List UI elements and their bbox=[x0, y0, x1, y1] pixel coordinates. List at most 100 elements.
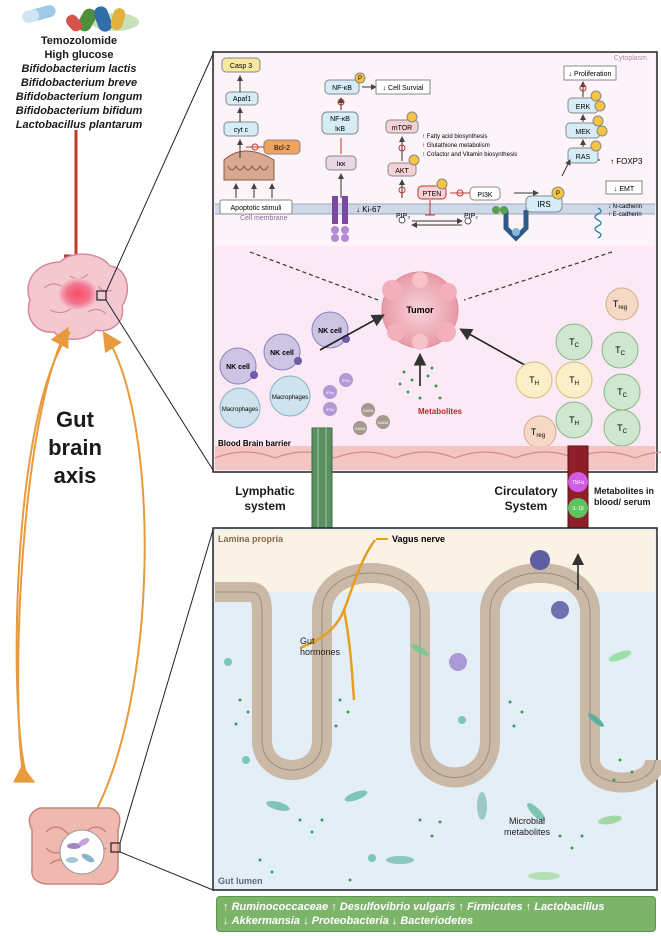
nk-cell-label-1: NK cell bbox=[226, 364, 250, 371]
microbiota-increase-line: ↑ Ruminococcaceae ↑ Desulfovibrio vulgar… bbox=[223, 901, 605, 913]
gaba-label-2: GABA bbox=[377, 420, 388, 425]
treg-label-1: Treg bbox=[613, 299, 627, 311]
emt-label: ↓ EMT bbox=[614, 186, 635, 193]
bbb-endothelium bbox=[214, 446, 661, 470]
lamina-label: Lamina propria bbox=[218, 534, 284, 544]
pi3k-label: PI3K bbox=[477, 192, 493, 199]
brain-icon bbox=[27, 253, 129, 340]
il1b-label: IL-1β bbox=[572, 506, 584, 512]
cytokine-dots bbox=[323, 373, 390, 435]
ras-label: RAS bbox=[576, 154, 591, 161]
treatment-b-lactis: Bifidobacterium lactis bbox=[21, 63, 137, 75]
ncad-label: ↓ N-cadherin bbox=[608, 204, 642, 210]
mtor-label: mTOR bbox=[392, 125, 412, 132]
tc-label-1: TC bbox=[569, 337, 580, 349]
macrophage-label-1: Macrophages bbox=[222, 407, 258, 413]
treatment-b-breve: Bifidobacterium breve bbox=[20, 77, 138, 89]
axis-arrow-down bbox=[12, 331, 71, 783]
foxp3-label: ↑ FOXP3 bbox=[610, 157, 643, 166]
treatment-temozolomide: Temozolomide bbox=[40, 35, 118, 47]
immune-cell-2 bbox=[449, 653, 467, 671]
tc-label-3: TC bbox=[617, 387, 628, 399]
treatment-list: Temozolomide High glucose Bifidobacteriu… bbox=[4, 34, 154, 132]
ki67-label: ↓ Ki-67 bbox=[356, 205, 381, 214]
microbiota-decrease-line: ↓ Akkermansia ↓ Proteobacteria ↓ Bacteri… bbox=[223, 915, 474, 927]
pip3-label: PIP₃ bbox=[396, 213, 410, 220]
cytoplasm-label: Cytoplasm bbox=[614, 55, 647, 62]
apoptotic-label: Apoptotic stimuli bbox=[231, 205, 282, 212]
metabolites-blood-label: Metabolites in blood/ serum bbox=[594, 486, 655, 507]
treg-label-2: Treg bbox=[531, 427, 545, 439]
cell-membrane-label: Cell membrane bbox=[240, 215, 288, 222]
irs-label: IRS bbox=[537, 200, 550, 209]
microbial-metabolite-dots bbox=[234, 698, 634, 882]
nfkb-pathway bbox=[321, 72, 431, 242]
pi3k-pathway bbox=[385, 111, 501, 228]
zoom-line-brain-bottom bbox=[105, 299, 214, 471]
pten-label: PTEN bbox=[423, 191, 442, 198]
ikb-label: IκB bbox=[335, 126, 345, 133]
ikk-label: Iκκ bbox=[337, 161, 346, 168]
zoom-line-gut-bottom bbox=[119, 851, 214, 891]
dendritic-cell bbox=[530, 550, 550, 570]
apaf1-label: Apaf1 bbox=[233, 96, 251, 103]
tc-label-2: TC bbox=[615, 345, 626, 357]
phospho-p-1: P bbox=[358, 76, 362, 82]
pills-illustration bbox=[20, 2, 140, 34]
casp3-label: Casp 3 bbox=[230, 63, 252, 70]
ecad-label: ↑ E-cadherin bbox=[608, 212, 642, 218]
gaba-label-1: GABA bbox=[362, 408, 373, 413]
erk-label: ERK bbox=[576, 104, 591, 111]
metabolites-label: Metabolites bbox=[418, 407, 463, 416]
mek-label: MEK bbox=[575, 129, 591, 136]
axis-arrow-up bbox=[89, 330, 146, 823]
vagus-label: Vagus nerve bbox=[392, 534, 445, 544]
treatment-b-bifidum: Bifidobacterium bifidum bbox=[15, 105, 143, 117]
immune-cell bbox=[551, 601, 569, 619]
th-label-3: TH bbox=[569, 415, 579, 427]
axis-arrow-left bbox=[17, 326, 69, 781]
cytc-label: cyt c bbox=[234, 127, 249, 134]
gut-hormones-label: Gut hormones bbox=[300, 636, 341, 657]
t-cells bbox=[515, 287, 641, 449]
gaba-label-3: GABA bbox=[354, 426, 365, 431]
microbiota-changes-box: ↑ Ruminococcaceae ↑ Desulfovibrio vulgar… bbox=[216, 896, 656, 932]
pills-icon bbox=[22, 5, 139, 32]
bbb-label: Blood Brain barrier bbox=[218, 439, 291, 448]
th-label-2: TH bbox=[569, 375, 579, 387]
tumor-icon bbox=[381, 271, 459, 350]
tc-label-4: TC bbox=[617, 423, 628, 435]
gut-brain-axis-title: Gut brain axis bbox=[48, 407, 102, 488]
circulatory-system-label: Circulatory System bbox=[494, 484, 558, 513]
blood-vessel bbox=[567, 445, 589, 549]
tnf-label: TNFα bbox=[572, 480, 585, 486]
fatty-acid-label: ↑ Fatty acid biosynthesis bbox=[422, 134, 487, 140]
ifn-label-3: IFNγ bbox=[326, 407, 334, 412]
villi-outline bbox=[215, 572, 656, 783]
proliferation-label: ↓ Proliferation bbox=[569, 71, 612, 78]
macrophage-label-2: Macrophages bbox=[272, 395, 308, 401]
ifn-label-1: IFNγ bbox=[326, 390, 334, 395]
apoptosis-pathway bbox=[219, 57, 301, 215]
tumor-label: Tumor bbox=[406, 305, 434, 315]
zoom-line-gut-top bbox=[119, 529, 214, 844]
nfkb-label-1: NF-κB bbox=[332, 85, 352, 92]
bacteria bbox=[224, 644, 632, 880]
lymphatic-system-label: Lymphatic system bbox=[235, 484, 295, 513]
treatment-high-glucose: High glucose bbox=[44, 49, 114, 61]
bcl2-label: Bcl-2 bbox=[274, 145, 290, 152]
treatment-l-plantarum: Lactobacillus plantarum bbox=[15, 119, 143, 131]
vagus-nerve bbox=[299, 539, 377, 701]
macrophages bbox=[219, 375, 311, 429]
cofactor-label: ↑ Cofactor and Vitamin biosynthesis bbox=[422, 152, 517, 158]
nk-cell-label-3: NK cell bbox=[318, 328, 342, 335]
cell-survival-label: ↓ Cell Survial bbox=[383, 85, 424, 92]
nfkb-label-2: NF-κB bbox=[330, 116, 350, 123]
cell-membrane bbox=[215, 204, 655, 214]
glutathione-label: ↑ Glutathione metabolism bbox=[422, 143, 490, 149]
ifn-label-2: IFNγ bbox=[342, 378, 350, 383]
microbial-metabolites-label: Microbial metabolites bbox=[503, 816, 551, 837]
akt-label: AKT bbox=[395, 168, 409, 175]
phospho-p-2: P bbox=[556, 191, 560, 197]
